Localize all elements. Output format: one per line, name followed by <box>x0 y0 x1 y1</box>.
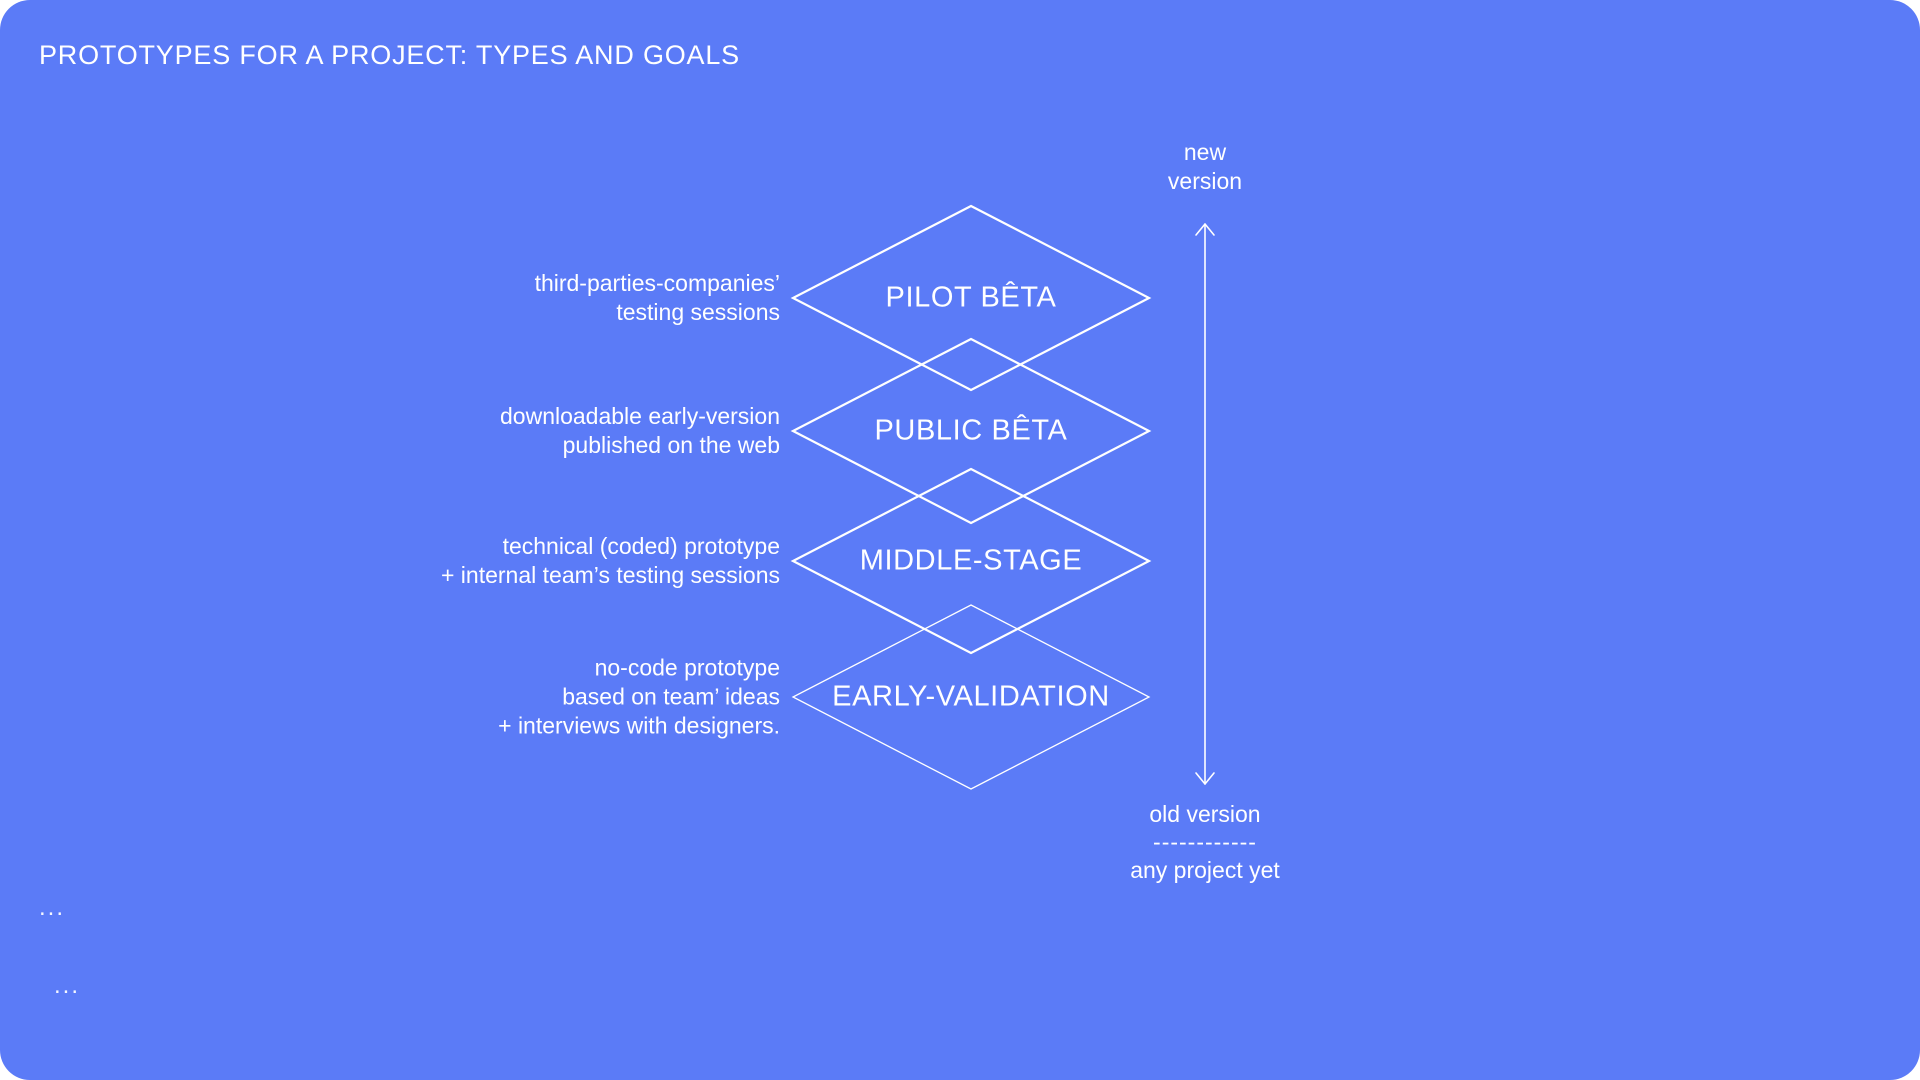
annotation-public-beta: downloadable early-version published on … <box>500 403 780 458</box>
diamond-pilot-beta <box>790 204 1152 392</box>
arrowhead-up-icon <box>1195 223 1215 236</box>
diamond-public-beta <box>790 337 1152 525</box>
stage-label-public-beta: PUBLIC BÊTA <box>874 414 1068 447</box>
stage-label-middle-stage: MIDDLE-STAGE <box>859 544 1083 577</box>
axis-dashed-divider: ------------ <box>1153 829 1257 855</box>
annotation-early-validation: no-code prototype based on team’ ideas +… <box>498 654 780 739</box>
ellipsis-mark-2: ... <box>54 972 81 999</box>
annotation-middle-stage: technical (coded) prototype + internal t… <box>440 533 780 588</box>
axis-label-old-version: old version <box>1149 801 1261 827</box>
version-axis-arrow <box>1195 223 1215 785</box>
stage-label-early-validation: EARLY-VALIDATION <box>832 680 1110 713</box>
diamond-early-validation <box>791 604 1151 790</box>
axis-bottom-labels: old version ------------ any project yet <box>1130 800 1280 885</box>
arrowhead-down-icon <box>1195 772 1215 785</box>
axis-label-any-project-yet: any project yet <box>1130 857 1280 883</box>
diamond-middle-stage <box>790 467 1152 655</box>
stage-label-pilot-beta: PILOT BÊTA <box>885 281 1057 314</box>
annotation-pilot-beta: third-parties-companies’ testing session… <box>534 270 780 325</box>
ellipsis-mark-1: ... <box>39 894 66 921</box>
axis-label-new-version: new version <box>1167 139 1243 194</box>
page-title: PROTOTYPES FOR A PROJECT: TYPES AND GOAL… <box>39 40 740 70</box>
